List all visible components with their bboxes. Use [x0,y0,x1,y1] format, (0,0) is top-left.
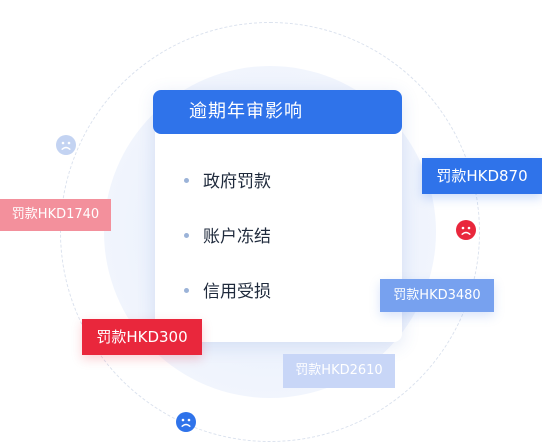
fine-tag-870: 罚款HKD870 [422,158,542,194]
card-title: 逾期年审影响 [153,90,402,134]
list-item-label: 信用受损 [203,282,271,302]
bullet-dot [184,233,189,238]
list-item-label: 账户冻结 [203,227,271,247]
fine-tag-2610: 罚款HKD2610 [283,354,395,388]
sad-face-icon [456,220,476,244]
list-item-label: 政府罚款 [203,172,271,192]
bullet-dot [184,288,189,293]
fine-tag-300: 罚款HKD300 [82,319,202,355]
list-item-government-fine: 政府罚款 [184,172,271,192]
list-item-account-frozen: 账户冻结 [184,227,271,247]
list-item-credit-damage: 信用受损 [184,282,271,302]
sad-face-icon [56,135,76,159]
bullet-dot [184,178,189,183]
sad-face-icon [176,412,196,436]
fine-tag-3480: 罚款HKD3480 [380,279,494,312]
fine-tag-1740: 罚款HKD1740 [0,199,111,231]
